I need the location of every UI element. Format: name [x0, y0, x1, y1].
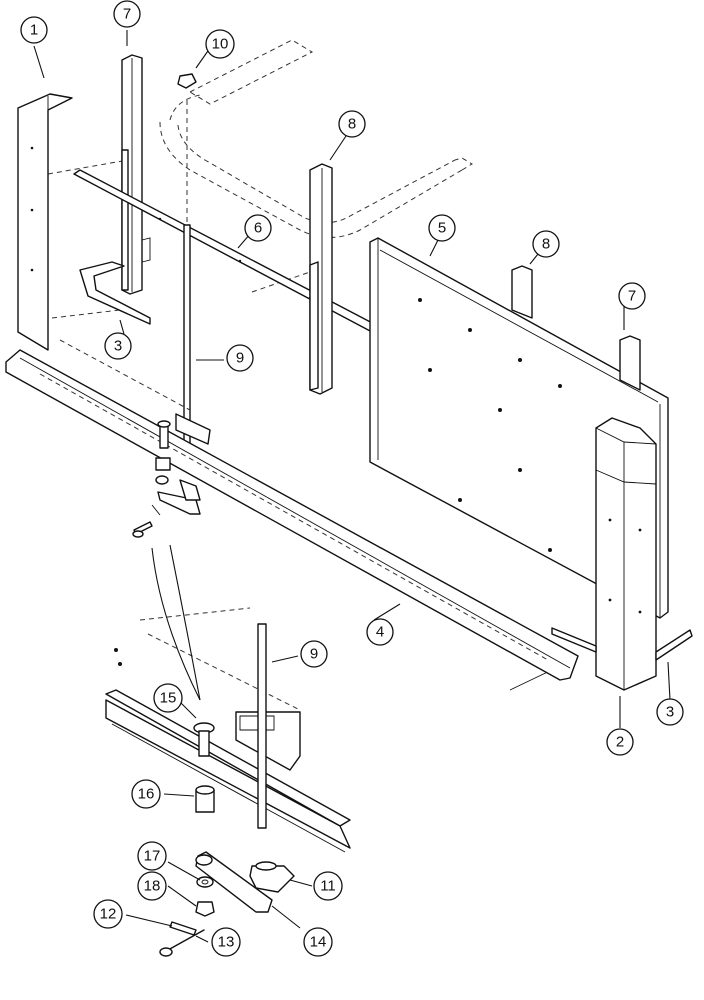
spacer [195, 785, 215, 813]
callout-7-right: 7 [618, 282, 646, 310]
upper-rod [183, 100, 191, 471]
callout-11: 11 [313, 871, 343, 901]
callout-16: 16 [131, 779, 161, 809]
lever-arm [195, 851, 273, 913]
svg-text:18: 18 [144, 878, 161, 895]
callout-9-upper: 9 [226, 344, 254, 372]
callout-8-right: 8 [532, 230, 560, 258]
front-rail [5, 339, 579, 681]
callout-6: 6 [244, 214, 272, 242]
carriage-bolt [193, 722, 215, 757]
callout-3-right: 3 [656, 698, 684, 726]
svg-text:8: 8 [348, 116, 356, 133]
lower-rod [257, 623, 267, 829]
svg-text:7: 7 [628, 288, 636, 305]
foot-pedal [249, 861, 295, 893]
svg-text:4: 4 [376, 624, 384, 641]
svg-text:1: 1 [30, 22, 38, 39]
cotter-pin [169, 921, 197, 936]
callout-4: 4 [366, 618, 394, 646]
right-side-panel [595, 417, 657, 691]
svg-text:3: 3 [114, 338, 122, 355]
callout-17: 17 [137, 841, 167, 871]
rear-panel [369, 237, 669, 619]
callout-5: 5 [428, 214, 456, 242]
svg-text:16: 16 [138, 786, 155, 803]
upper-nut [177, 73, 197, 89]
left-lower-bracket [79, 261, 151, 325]
callout-12: 12 [93, 899, 123, 929]
detail-rail [105, 648, 351, 853]
svg-text:13: 13 [218, 934, 235, 951]
washer [196, 876, 214, 888]
lynch-pin [159, 929, 205, 957]
upper-hardware-cluster [132, 413, 211, 538]
svg-text:9: 9 [236, 350, 244, 367]
callout-18: 18 [137, 871, 167, 901]
callout-3-left: 3 [104, 332, 132, 360]
left-side-panel [17, 93, 73, 351]
center-vertical-post [309, 163, 333, 395]
left-vertical-post [121, 54, 151, 295]
leader-lines [33, 30, 671, 943]
callout-8-center: 8 [338, 110, 366, 138]
right-vertical-post [619, 335, 641, 391]
svg-text:12: 12 [100, 906, 117, 923]
callout-14: 14 [303, 927, 333, 957]
detail-connector [151, 544, 201, 701]
svg-text:15: 15 [160, 690, 177, 707]
svg-text:6: 6 [254, 220, 262, 237]
right-lower-bracket [509, 627, 693, 691]
svg-text:11: 11 [320, 878, 336, 895]
callout-1: 1 [20, 16, 48, 44]
svg-text:10: 10 [212, 36, 229, 53]
lower-nut [195, 901, 215, 917]
callout-2: 2 [606, 728, 634, 756]
callout-15: 15 [153, 683, 183, 713]
callout-7-left: 7 [113, 0, 141, 28]
svg-text:17: 17 [144, 848, 161, 865]
svg-text:14: 14 [310, 934, 327, 951]
svg-text:7: 7 [123, 6, 131, 23]
callout-9-lower: 9 [300, 640, 328, 668]
svg-text:3: 3 [666, 704, 674, 721]
right-short-post [511, 265, 533, 319]
svg-text:5: 5 [438, 220, 446, 237]
svg-text:9: 9 [310, 646, 318, 663]
callout-13: 13 [211, 927, 241, 957]
svg-text:8: 8 [542, 236, 550, 253]
svg-text:2: 2 [616, 734, 624, 751]
callout-10: 10 [205, 29, 235, 59]
